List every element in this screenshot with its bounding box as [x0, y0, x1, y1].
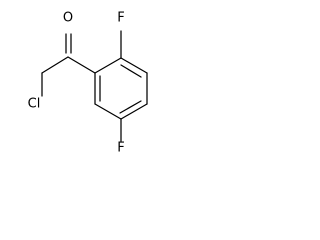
aryl-bond — [67, 56, 96, 74]
ring-double-bond-3 — [120, 64, 142, 78]
ring-bond-3 — [120, 103, 148, 120]
fluorine-bottom-label: F — [117, 141, 124, 156]
ring-bond-2 — [94, 103, 122, 120]
fluorine-top-label: F — [117, 11, 124, 26]
chemical-structure: O Cl F F — [28, 11, 148, 156]
ring-double-bond-2 — [119, 100, 142, 114]
chlorine-label: Cl — [28, 97, 41, 112]
structure-canvas: O Cl F F — [0, 0, 154, 155]
oxygen-label: O — [63, 11, 73, 26]
ring-bond-5 — [120, 57, 148, 74]
ch2-bond — [41, 56, 69, 74]
ring-bond-6 — [94, 57, 122, 74]
